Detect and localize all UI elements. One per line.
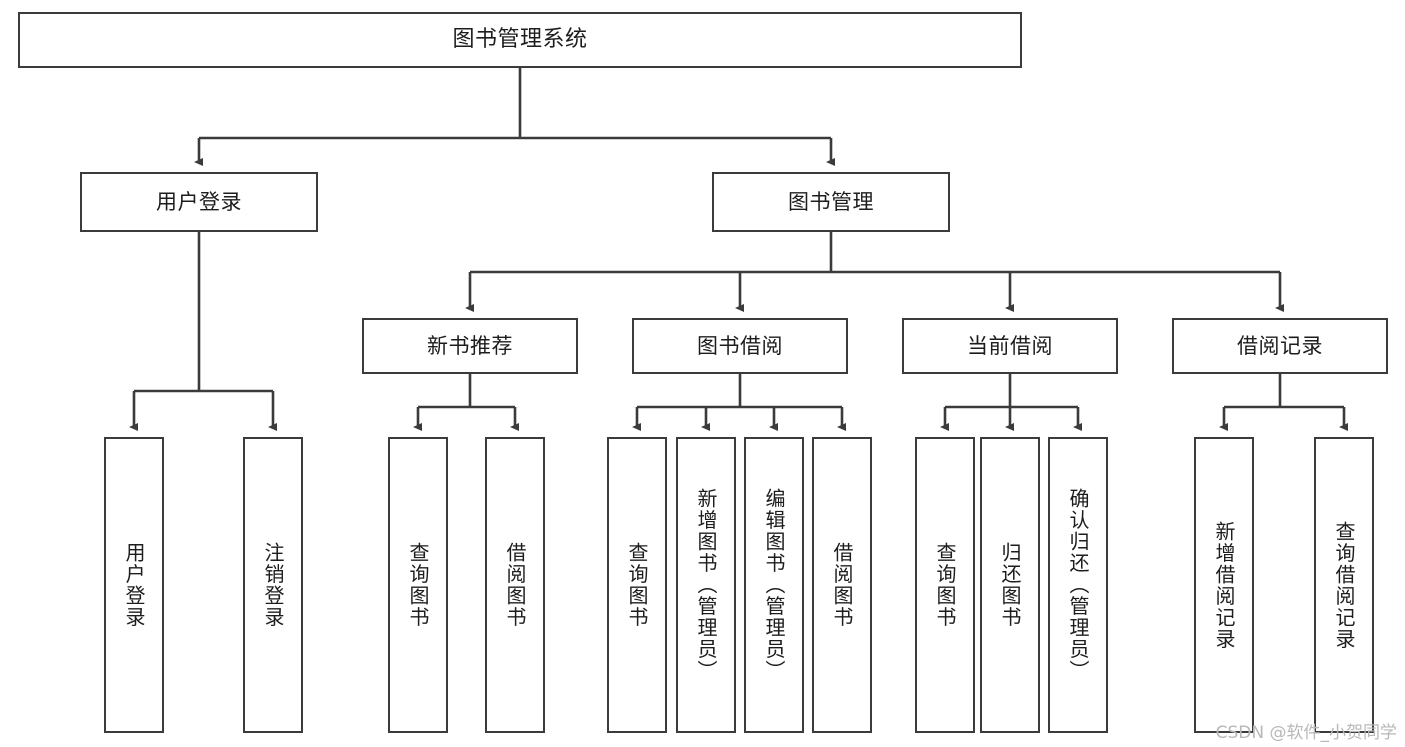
node-leaf-query-book-3[interactable]: 查询图书 (915, 437, 975, 733)
node-borrow-record[interactable]: 借阅记录 (1172, 318, 1388, 374)
node-leaf-query-record[interactable]: 查询借阅记录 (1314, 437, 1374, 733)
node-leaf-query-book-2-label: 查询图书 (625, 542, 649, 628)
node-leaf-borrow-book-2-label: 借阅图书 (830, 542, 854, 628)
node-leaf-return-book[interactable]: 归还图书 (980, 437, 1040, 733)
node-root[interactable]: 图书管理系统 (18, 12, 1022, 68)
node-leaf-user-logout[interactable]: 注销登录 (243, 437, 303, 733)
node-leaf-borrow-book-1-label: 借阅图书 (503, 542, 527, 628)
node-leaf-user-login-label: 用户登录 (122, 542, 146, 628)
node-leaf-edit-book[interactable]: 编辑图书（管理员） (744, 437, 804, 733)
node-leaf-user-login[interactable]: 用户登录 (104, 437, 164, 733)
node-leaf-borrow-book-1[interactable]: 借阅图书 (485, 437, 545, 733)
node-leaf-query-book-1-label: 查询图书 (406, 542, 430, 628)
node-current-borrow[interactable]: 当前借阅 (902, 318, 1118, 374)
node-book-borrow[interactable]: 图书借阅 (632, 318, 848, 374)
node-leaf-confirm-return-label: 确认归还（管理员） (1066, 488, 1090, 682)
node-book-manage[interactable]: 图书管理 (712, 172, 950, 232)
node-leaf-return-book-label: 归还图书 (998, 542, 1022, 628)
node-borrow-record-label: 借阅记录 (1237, 333, 1323, 358)
node-leaf-query-book-1[interactable]: 查询图书 (388, 437, 448, 733)
node-user-login[interactable]: 用户登录 (80, 172, 318, 232)
node-leaf-add-book[interactable]: 新增图书（管理员） (676, 437, 736, 733)
node-leaf-add-book-label: 新增图书（管理员） (694, 488, 718, 682)
node-leaf-query-book-2[interactable]: 查询图书 (607, 437, 667, 733)
node-book-borrow-label: 图书借阅 (697, 333, 783, 358)
node-leaf-query-record-label: 查询借阅记录 (1332, 520, 1356, 650)
node-root-label: 图书管理系统 (452, 27, 588, 53)
node-leaf-edit-book-label: 编辑图书（管理员） (762, 488, 786, 682)
node-leaf-borrow-book-2[interactable]: 借阅图书 (812, 437, 872, 733)
node-leaf-add-record-label: 新增借阅记录 (1212, 520, 1236, 650)
node-current-borrow-label: 当前借阅 (967, 333, 1053, 358)
node-book-manage-label: 图书管理 (788, 189, 874, 214)
node-new-book-recommend-label: 新书推荐 (427, 333, 513, 358)
node-user-login-label: 用户登录 (156, 189, 242, 214)
node-leaf-add-record[interactable]: 新增借阅记录 (1194, 437, 1254, 733)
node-leaf-confirm-return[interactable]: 确认归还（管理员） (1048, 437, 1108, 733)
node-new-book-recommend[interactable]: 新书推荐 (362, 318, 578, 374)
node-leaf-query-book-3-label: 查询图书 (933, 542, 957, 628)
node-leaf-user-logout-label: 注销登录 (261, 542, 285, 628)
